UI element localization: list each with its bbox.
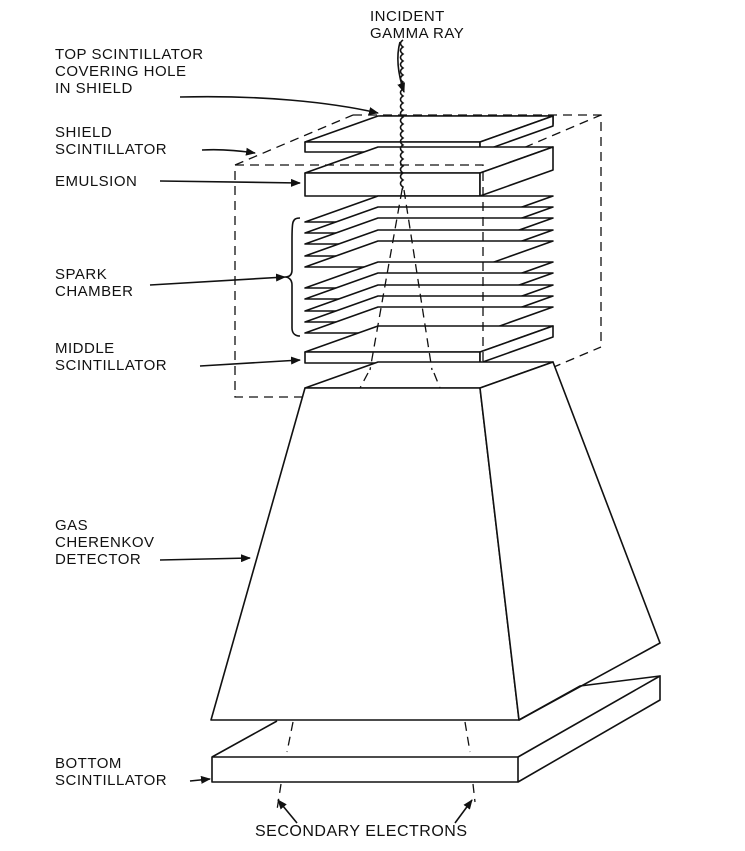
label-line: SHIELD bbox=[55, 124, 113, 141]
cherenkov-detector bbox=[210, 361, 661, 721]
label-line: SPARK bbox=[55, 266, 108, 283]
label-line: CHAMBER bbox=[55, 283, 134, 300]
label-top-scintillator: TOP SCINTILLATOR COVERING HOLE IN SHIELD bbox=[55, 46, 204, 97]
label-line: CHERENKOV bbox=[55, 534, 155, 551]
label-cherenkov-detector: GAS CHERENKOV DETECTOR bbox=[55, 517, 155, 568]
label-line: BOTTOM bbox=[55, 755, 122, 772]
label-bottom-scintillator: BOTTOM SCINTILLATOR bbox=[55, 755, 167, 789]
label-spark-chamber: SPARK CHAMBER bbox=[55, 266, 134, 300]
label-secondary-electrons: SECONDARY ELECTRONS bbox=[255, 823, 468, 840]
label-middle-scintillator: MIDDLE SCINTILLATOR bbox=[55, 340, 167, 374]
electron-shower bbox=[276, 189, 476, 811]
middle-scintillator bbox=[304, 325, 554, 364]
gamma-ray-wave bbox=[399, 39, 405, 191]
label-line: IN SHIELD bbox=[55, 80, 133, 97]
label-line: COVERING HOLE bbox=[55, 63, 187, 80]
label-line: TOP SCINTILLATOR bbox=[55, 46, 204, 63]
bottom-scintillator bbox=[211, 675, 661, 783]
label-line: SCINTILLATOR bbox=[55, 357, 168, 374]
label-arrows bbox=[149, 41, 473, 824]
label-line: GAMMA RAY bbox=[370, 25, 465, 42]
label-incident-gamma-ray: INCIDENT GAMMA RAY bbox=[370, 8, 464, 42]
label-line: GAS bbox=[55, 517, 89, 534]
emulsion bbox=[304, 146, 554, 197]
label-emulsion: EMULSION bbox=[55, 173, 138, 190]
label-shield-scintillator: SHIELD SCINTILLATOR bbox=[55, 124, 167, 158]
label-line: MIDDLE bbox=[55, 340, 115, 357]
label-line: DETECTOR bbox=[55, 551, 142, 568]
label-line: SCINTILLATOR bbox=[55, 141, 168, 158]
label-line: SCINTILLATOR bbox=[55, 772, 168, 789]
spark-chamber bbox=[304, 195, 554, 334]
label-line: INCIDENT bbox=[370, 8, 445, 25]
